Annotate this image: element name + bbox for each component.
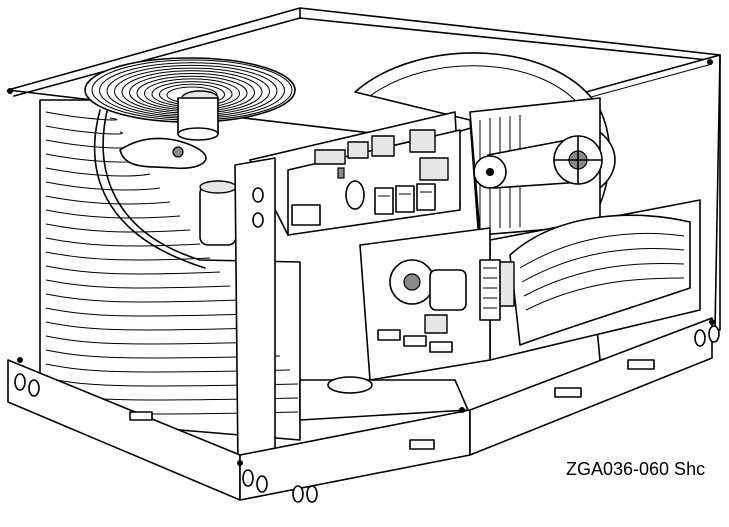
coil-fin [45, 349, 281, 359]
coil-fin [45, 321, 261, 331]
heat-exchanger [485, 199, 701, 361]
base-pan [299, 376, 469, 421]
coil-fin [45, 307, 251, 317]
transformer [291, 204, 321, 226]
coil-fin [45, 279, 231, 289]
burners [377, 329, 453, 353]
control-box [249, 111, 461, 236]
compressor [199, 180, 237, 246]
coil-fin [45, 125, 123, 135]
coil-fin [45, 335, 271, 345]
inducer-housing [429, 269, 467, 311]
rail-lifting-holes [14, 325, 720, 503]
coil-fin [45, 195, 171, 205]
coil-fin [45, 237, 201, 247]
control-board [314, 129, 449, 181]
capacitor [345, 180, 365, 210]
contactors [374, 183, 436, 215]
corner-bolts [7, 59, 715, 466]
belt-drive [473, 135, 603, 189]
heat-exchanger-tubes [519, 232, 685, 311]
base-rail [7, 317, 720, 503]
coil-fin [45, 363, 291, 373]
coil-fin [45, 167, 151, 177]
coil-fin [45, 223, 191, 233]
figure-caption: ZGA036-060 Shc [566, 459, 706, 479]
coil-fin [45, 111, 118, 121]
coil-fin [45, 209, 181, 219]
gas-valve [424, 314, 448, 334]
coil-fin [45, 293, 241, 303]
rail-slots [129, 359, 655, 450]
condenser-fan-motor [119, 97, 219, 170]
coil-fin [45, 181, 161, 191]
vent-louvers [479, 259, 501, 321]
coil-fin [45, 265, 221, 275]
burner-compartment [359, 227, 491, 381]
condenser-coil [39, 99, 301, 441]
corner-post [234, 157, 276, 469]
fan-blade [119, 137, 207, 170]
